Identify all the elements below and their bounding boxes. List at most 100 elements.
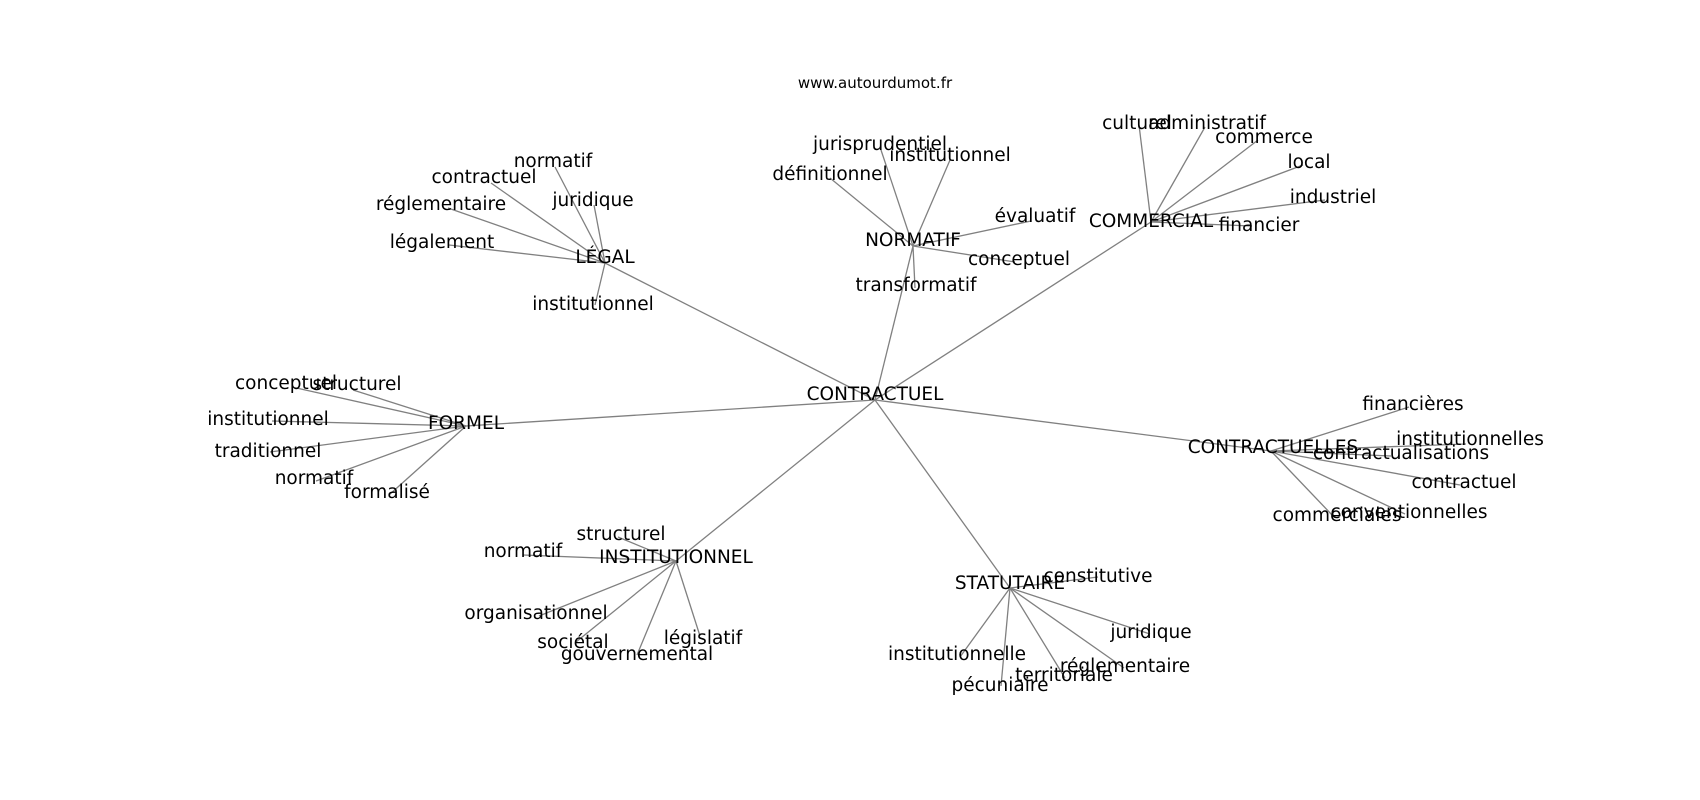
leaf-node-legal-normatif: normatif bbox=[514, 151, 593, 172]
leaf-node-institutionnel-legislatif: législatif bbox=[664, 628, 743, 649]
edge-institutionnel-organisationnel bbox=[538, 560, 677, 617]
leaf-node-formel-formalise: formalisé bbox=[344, 482, 430, 503]
leaf-node-institutionnel-normatif: normatif bbox=[484, 541, 563, 562]
leaf-node-commercial-administratif: administratif bbox=[1148, 113, 1266, 134]
leaf-node-normatif-evaluatif: évaluatif bbox=[995, 206, 1076, 227]
leaf-node-formel-conceptuel: conceptuel bbox=[235, 373, 337, 394]
leaf-node-formel-structurel: structurel bbox=[312, 374, 401, 395]
leaf-node-contractuelles-commerciales: commerciales bbox=[1273, 505, 1402, 526]
leaf-node-institutionnel-structurel: structurel bbox=[576, 524, 665, 545]
edge-statutaire-reglementaire bbox=[1009, 587, 1125, 669]
branch-node-normatif: NORMATIF bbox=[865, 230, 961, 251]
edge-normatif-jurisprudentiel bbox=[880, 149, 914, 247]
leaf-node-normatif-jurisprudentiel: jurisprudentiel bbox=[812, 134, 947, 155]
edge-root-contractuelles bbox=[874, 399, 1272, 452]
edge-statutaire-territoriale bbox=[1009, 587, 1066, 679]
branch-node-legal: LÉGAL bbox=[575, 246, 635, 268]
leaf-node-normatif-transformatif: transformatif bbox=[856, 275, 977, 296]
leaf-node-contractuelles-contractuel: contractuel bbox=[1411, 472, 1516, 493]
graph-nodes: CONTRACTUELLÉGALnormatifcontractuelrégle… bbox=[207, 113, 1544, 696]
edge-normatif-transformatif bbox=[912, 245, 916, 289]
branch-node-institutionnel: INSTITUTIONNEL bbox=[599, 547, 753, 568]
edge-formel-institutionnel bbox=[271, 420, 467, 427]
edge-contractuelles-commerciales bbox=[1270, 450, 1334, 517]
leaf-node-formel-traditionnel: traditionnel bbox=[215, 441, 322, 462]
edge-formel-formalise bbox=[388, 425, 467, 496]
leaf-node-commercial-local: local bbox=[1287, 152, 1330, 173]
edge-institutionnel-structurel bbox=[617, 536, 677, 562]
edge-commercial-administratif bbox=[1150, 126, 1206, 223]
edge-normatif-definitionnel bbox=[829, 177, 914, 247]
leaf-node-legal-institutionnel: institutionnel bbox=[532, 294, 654, 315]
leaf-node-contractuelles-financieres: financières bbox=[1362, 394, 1463, 415]
leaf-node-commercial-industriel: industriel bbox=[1290, 187, 1377, 208]
site-credit: www.autourdumot.fr bbox=[798, 74, 953, 92]
branch-node-formel: FORMEL bbox=[428, 413, 505, 434]
leaf-node-statutaire-constitutive: constitutive bbox=[1044, 566, 1153, 587]
edge-legal-normatif bbox=[554, 166, 606, 264]
leaf-node-normatif-institutionnel: institutionnel bbox=[889, 145, 1011, 166]
leaf-node-statutaire-territoriale: territoriale bbox=[1015, 665, 1113, 686]
edge-institutionnel-societal bbox=[575, 560, 677, 643]
leaf-node-institutionnel-organisationnel: organisationnel bbox=[464, 603, 607, 624]
edge-root-legal bbox=[604, 262, 876, 401]
leaf-node-commercial-commerce: commerce bbox=[1215, 127, 1313, 148]
leaf-node-commercial-culturel: culturel bbox=[1102, 113, 1172, 134]
branch-node-commercial: COMMERCIAL bbox=[1089, 211, 1214, 232]
edge-formel-conceptuel bbox=[291, 386, 467, 427]
leaf-node-institutionnel-societal: sociétal bbox=[537, 632, 608, 653]
edge-institutionnel-normatif bbox=[522, 554, 677, 562]
edge-contractuelles-conventionnelles bbox=[1270, 450, 1406, 515]
leaf-node-statutaire-institutionnelle: institutionnelle bbox=[888, 644, 1026, 665]
edge-commercial-industriel bbox=[1150, 199, 1326, 223]
edge-formel-structurel bbox=[352, 389, 467, 427]
edge-contractuelles-institutionnelles bbox=[1270, 443, 1467, 452]
edge-root-normatif bbox=[874, 245, 914, 401]
edge-contractuelles-contractualisations bbox=[1270, 450, 1392, 457]
edge-formel-traditionnel bbox=[269, 425, 467, 453]
edge-statutaire-pecuniaire bbox=[1000, 587, 1011, 687]
edge-formel-normatif bbox=[315, 425, 467, 482]
edge-normatif-evaluatif bbox=[912, 220, 1032, 247]
edge-legal-legalement bbox=[448, 244, 606, 264]
edge-statutaire-juridique bbox=[1009, 587, 1151, 635]
branch-node-statutaire: STATUTAIRE bbox=[955, 573, 1065, 594]
edge-legal-juridique bbox=[593, 204, 606, 264]
edge-root-statutaire bbox=[874, 399, 1011, 589]
leaf-node-commercial-financier: financier bbox=[1219, 215, 1300, 236]
leaf-node-normatif-definitionnel: définitionnel bbox=[772, 164, 887, 185]
edge-commercial-financier bbox=[1150, 221, 1253, 227]
leaf-node-statutaire-reglementaire: réglementaire bbox=[1060, 656, 1190, 677]
edge-legal-contractuel bbox=[490, 182, 606, 264]
leaf-node-formel-normatif: normatif bbox=[275, 468, 354, 489]
edge-statutaire-constitutive bbox=[1009, 576, 1099, 589]
edge-commercial-culturel bbox=[1138, 124, 1152, 223]
leaf-node-statutaire-pecuniaire: pécuniaire bbox=[952, 675, 1049, 696]
edge-root-institutionnel bbox=[675, 399, 876, 562]
root-node-label: CONTRACTUEL bbox=[807, 384, 945, 405]
edge-normatif-institutionnel bbox=[912, 159, 951, 247]
leaf-node-legal-legalement: légalement bbox=[390, 232, 495, 253]
graph-edges bbox=[269, 124, 1467, 687]
leaf-node-contractuelles-contractualisations: contractualisations bbox=[1313, 443, 1489, 464]
edge-contractuelles-financieres bbox=[1270, 406, 1410, 452]
edge-commercial-commerce bbox=[1150, 139, 1259, 223]
edge-legal-institutionnel bbox=[594, 262, 606, 306]
branch-node-contractuelles: CONTRACTUELLES bbox=[1188, 437, 1359, 458]
edge-normatif-conceptuel bbox=[912, 245, 1016, 263]
leaf-node-legal-juridique: juridique bbox=[551, 190, 633, 211]
leaf-node-normatif-conceptuel: conceptuel bbox=[968, 249, 1070, 270]
leaf-node-institutionnel-gouvernemental: gouvernemental bbox=[561, 644, 713, 665]
leaf-node-contractuelles-institutionnelles: institutionnelles bbox=[1396, 429, 1544, 450]
leaf-node-contractuelles-conventionnelles: conventionnelles bbox=[1330, 502, 1487, 523]
edge-institutionnel-gouvernemental bbox=[636, 560, 677, 656]
edge-root-commercial bbox=[874, 221, 1152, 401]
leaf-node-legal-contractuel: contractuel bbox=[431, 167, 536, 188]
edge-institutionnel-legislatif bbox=[675, 560, 701, 637]
leaf-node-statutaire-juridique: juridique bbox=[1109, 622, 1191, 643]
edge-root-formel bbox=[465, 399, 876, 427]
leaf-node-legal-reglementaire: réglementaire bbox=[376, 194, 506, 215]
edge-contractuelles-contractuel bbox=[1270, 450, 1461, 486]
leaf-node-formel-institutionnel: institutionnel bbox=[207, 409, 329, 430]
